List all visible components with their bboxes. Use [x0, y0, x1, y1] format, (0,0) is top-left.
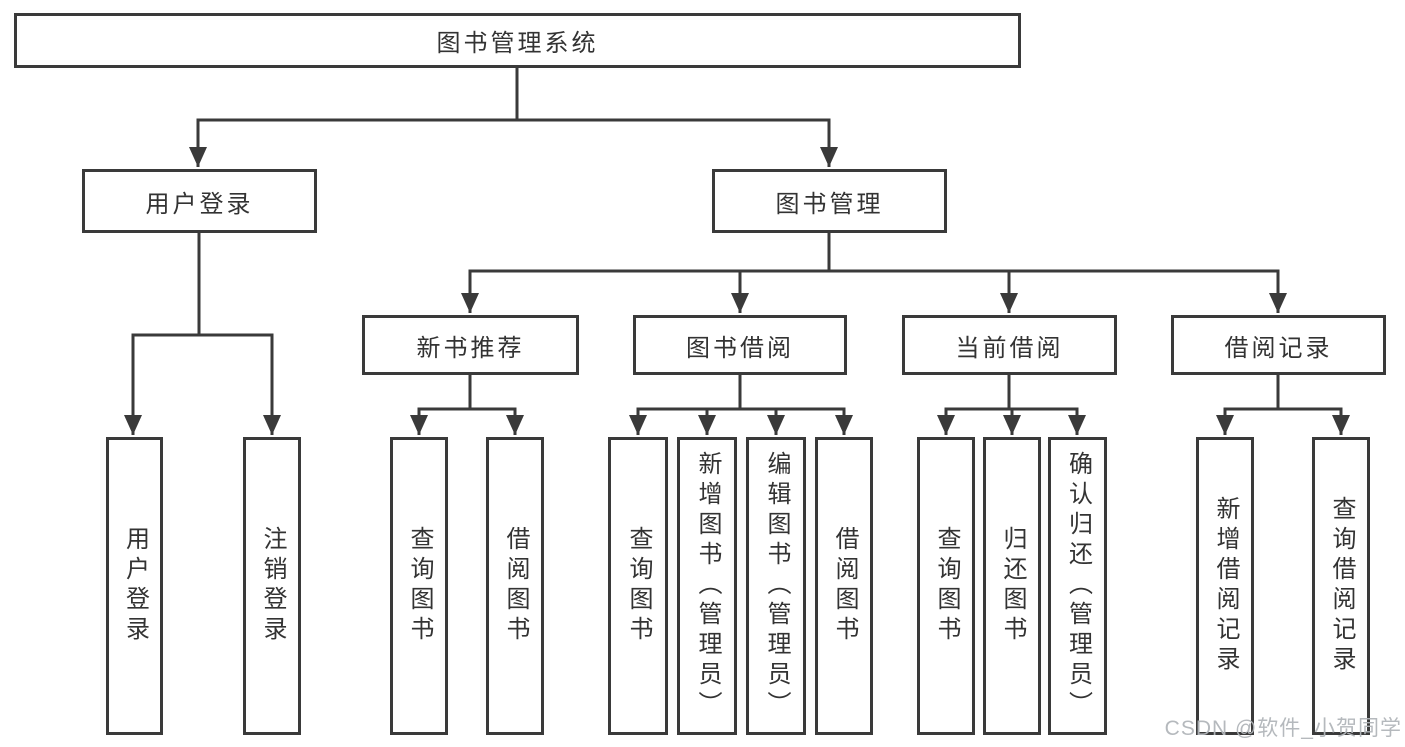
leaf-rc-add-record-label: 新增借阅记录	[1212, 496, 1239, 676]
leaf-cb-return-books: 归还图书	[983, 437, 1041, 735]
leaf-user-login-label: 用户登录	[121, 526, 149, 646]
leaf-cb-confirm-return-admin-label: 确认归还（管理员）	[1064, 451, 1092, 721]
node-borrow-records: 借阅记录	[1171, 315, 1386, 375]
leaf-cb-return-books-label: 归还图书	[999, 526, 1026, 646]
node-root-system: 图书管理系统	[14, 13, 1021, 68]
leaf-nb-query-books: 查询图书	[390, 437, 448, 735]
leaf-rc-query-record-label: 查询借阅记录	[1328, 496, 1355, 676]
csdn-watermark: CSDN @软件_小贺同学	[1164, 717, 1402, 740]
leaf-nb-borrow-books-label: 借阅图书	[502, 526, 529, 646]
node-new-book-recommend: 新书推荐	[362, 315, 579, 375]
leaf-bw-query-books: 查询图书	[608, 437, 668, 735]
leaf-user-login: 用户登录	[106, 437, 163, 735]
leaf-bw-edit-book-admin-label: 编辑图书（管理员）	[763, 451, 790, 721]
leaf-cb-query-books: 查询图书	[917, 437, 975, 735]
leaf-logout-label: 注销登录	[259, 526, 286, 646]
node-current-borrowing: 当前借阅	[902, 315, 1117, 375]
leaf-nb-query-books-label: 查询图书	[406, 526, 433, 646]
leaf-bw-borrow-books-label: 借阅图书	[831, 526, 858, 646]
leaf-cb-confirm-return-admin: 确认归还（管理员）	[1048, 437, 1107, 735]
leaf-cb-query-books-label: 查询图书	[933, 526, 960, 646]
leaf-rc-add-record: 新增借阅记录	[1196, 437, 1254, 735]
node-user-login: 用户登录	[82, 169, 317, 233]
leaf-bw-add-book-admin-label: 新增图书（管理员）	[694, 451, 721, 721]
leaf-bw-add-book-admin: 新增图书（管理员）	[677, 437, 737, 735]
node-book-borrowing: 图书借阅	[633, 315, 847, 375]
leaf-logout: 注销登录	[243, 437, 301, 735]
leaf-bw-query-books-label: 查询图书	[625, 526, 652, 646]
leaf-nb-borrow-books: 借阅图书	[486, 437, 544, 735]
leaf-rc-query-record: 查询借阅记录	[1312, 437, 1370, 735]
leaf-bw-borrow-books: 借阅图书	[815, 437, 873, 735]
node-book-management: 图书管理	[712, 169, 947, 233]
leaf-bw-edit-book-admin: 编辑图书（管理员）	[746, 437, 806, 735]
